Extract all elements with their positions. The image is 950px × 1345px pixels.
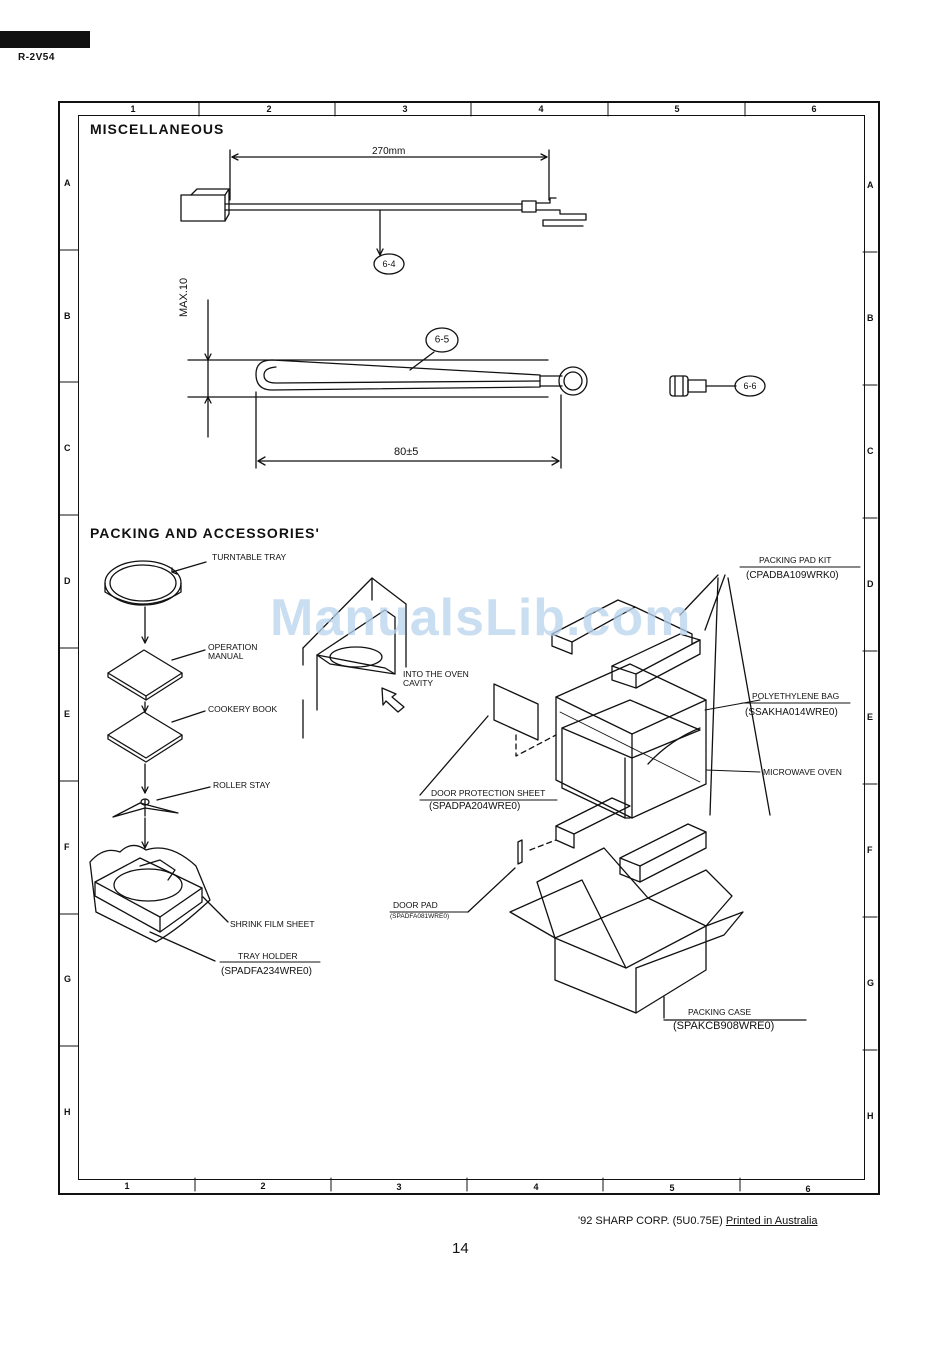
callout-6-6: 6-6 — [743, 381, 757, 391]
operation-manual-label: OPERATION MANUAL — [208, 642, 258, 661]
packing-case-code: (SPAKCB908WRE0) — [673, 1020, 775, 1032]
max-10-dimension: MAX.10 — [178, 277, 190, 317]
cord-length-dimension: 270mm — [372, 146, 406, 157]
spring-width-dimension: 80±5 — [394, 446, 419, 458]
row-letter-left-h: H — [64, 1107, 71, 1117]
packing-case-label: PACKING CASE — [688, 1007, 752, 1017]
turntable-tray-drawing — [104, 560, 207, 644]
row-letter-right-b: B — [867, 313, 874, 323]
page-number: 14 — [452, 1240, 469, 1257]
polyethylene-bag-code: (SSAKHA014WRE0) — [745, 707, 838, 718]
microwave-oven-drawing — [555, 663, 707, 819]
row-letter-left-a: A — [64, 178, 71, 188]
cookery-book-drawing — [107, 710, 206, 794]
packing-case-drawing — [509, 847, 807, 1021]
callout-6-5-circle — [425, 327, 459, 353]
misc-heading: MISCELLANEOUS — [90, 121, 225, 137]
row-letter-right-c: C — [867, 446, 874, 456]
door-protection-label: DOOR PROTECTION SHEET — [431, 788, 546, 798]
leader-lines — [219, 566, 861, 963]
row-letter-left-b: B — [64, 311, 71, 321]
col-num-bottom-1: 1 — [124, 1181, 130, 1191]
row-letter-left-f: F — [64, 842, 70, 852]
tray-holder-label: TRAY HOLDER — [238, 951, 298, 961]
row-letter-right-f: F — [867, 845, 873, 855]
row-letter-right-e: E — [867, 712, 874, 722]
tray-holder-drawing — [89, 844, 229, 962]
tray-holder-code: (SPADFA234WRE0) — [221, 966, 312, 977]
row-letter-right-g: G — [867, 978, 875, 988]
watermark: ManualsLib.com — [270, 589, 692, 647]
packing-pad-kit-drawing — [551, 574, 771, 883]
turntable-tray-label: TURNTABLE TRAY — [212, 552, 287, 562]
col-num-bottom-3: 3 — [396, 1182, 402, 1192]
door-pad-drawing — [467, 839, 557, 913]
cord-part-6-4 — [180, 149, 587, 256]
col-num-top-3: 3 — [402, 104, 408, 114]
roller-stay-drawing — [112, 786, 211, 849]
row-letter-left-g: G — [64, 974, 72, 984]
col-num-top-4: 4 — [538, 104, 544, 114]
grid-ticks — [58, 101, 878, 1192]
screw-part-6-6 — [669, 375, 737, 397]
row-letter-left-e: E — [64, 709, 71, 719]
door-protection-sheet-drawing — [419, 683, 557, 796]
row-letter-left-c: C — [64, 443, 71, 453]
door-pad-label: DOOR PAD — [393, 900, 438, 910]
col-num-top-1: 1 — [130, 104, 136, 114]
printed-in-text: Printed in Australia — [725, 1215, 818, 1227]
row-letter-right-h: H — [867, 1111, 874, 1121]
door-protection-code: (SPADPA204WRE0) — [429, 801, 521, 812]
col-num-bottom-4: 4 — [533, 1182, 539, 1192]
callout-6-6-circle — [734, 375, 766, 397]
col-num-bottom-5: 5 — [669, 1183, 675, 1193]
row-letter-right-d: D — [867, 579, 874, 589]
header-black-bar — [0, 31, 90, 48]
copyright-text: '92 SHARP CORP. (5U0.75E) — [578, 1215, 723, 1227]
polyethylene-bag-label: POLYETHYLENE BAG — [752, 691, 840, 701]
oven-cavity-inset — [302, 577, 407, 739]
col-num-top-6: 6 — [811, 104, 817, 114]
row-letter-right-a: A — [867, 180, 874, 190]
col-num-bottom-6: 6 — [805, 1184, 811, 1194]
col-num-top-2: 2 — [266, 104, 272, 114]
microwave-oven-label: MICROWAVE OVEN — [763, 767, 842, 777]
footer: '92 SHARP CORP. (5U0.75E) Printed in Aus… — [578, 1215, 818, 1227]
model-number: R-2V54 — [18, 52, 55, 63]
door-pad-code: (SPADFA081WRE0) — [390, 913, 450, 920]
callout-6-4: 6-4 — [382, 259, 396, 269]
shrink-film-label: SHRINK FILM SHEET — [230, 919, 315, 929]
packing-heading: PACKING AND ACCESSORIES' — [90, 525, 320, 541]
roller-stay-label: ROLLER STAY — [213, 780, 271, 790]
callout-6-5: 6-5 — [434, 334, 450, 346]
col-num-bottom-2: 2 — [260, 1181, 266, 1191]
row-letter-left-d: D — [64, 576, 71, 586]
callout-6-4-circle — [373, 253, 405, 275]
cookery-book-label: COOKERY BOOK — [208, 704, 278, 714]
spring-part-6-5 — [187, 299, 588, 469]
operation-manual-drawing — [107, 649, 206, 713]
packing-pad-kit-code: (CPADBA109WRK0) — [746, 570, 839, 581]
col-num-top-5: 5 — [674, 104, 680, 114]
into-oven-cavity-label: INTO THE OVEN CAVITY — [403, 669, 469, 688]
packing-pad-kit-label: PACKING PAD KIT — [759, 555, 832, 565]
